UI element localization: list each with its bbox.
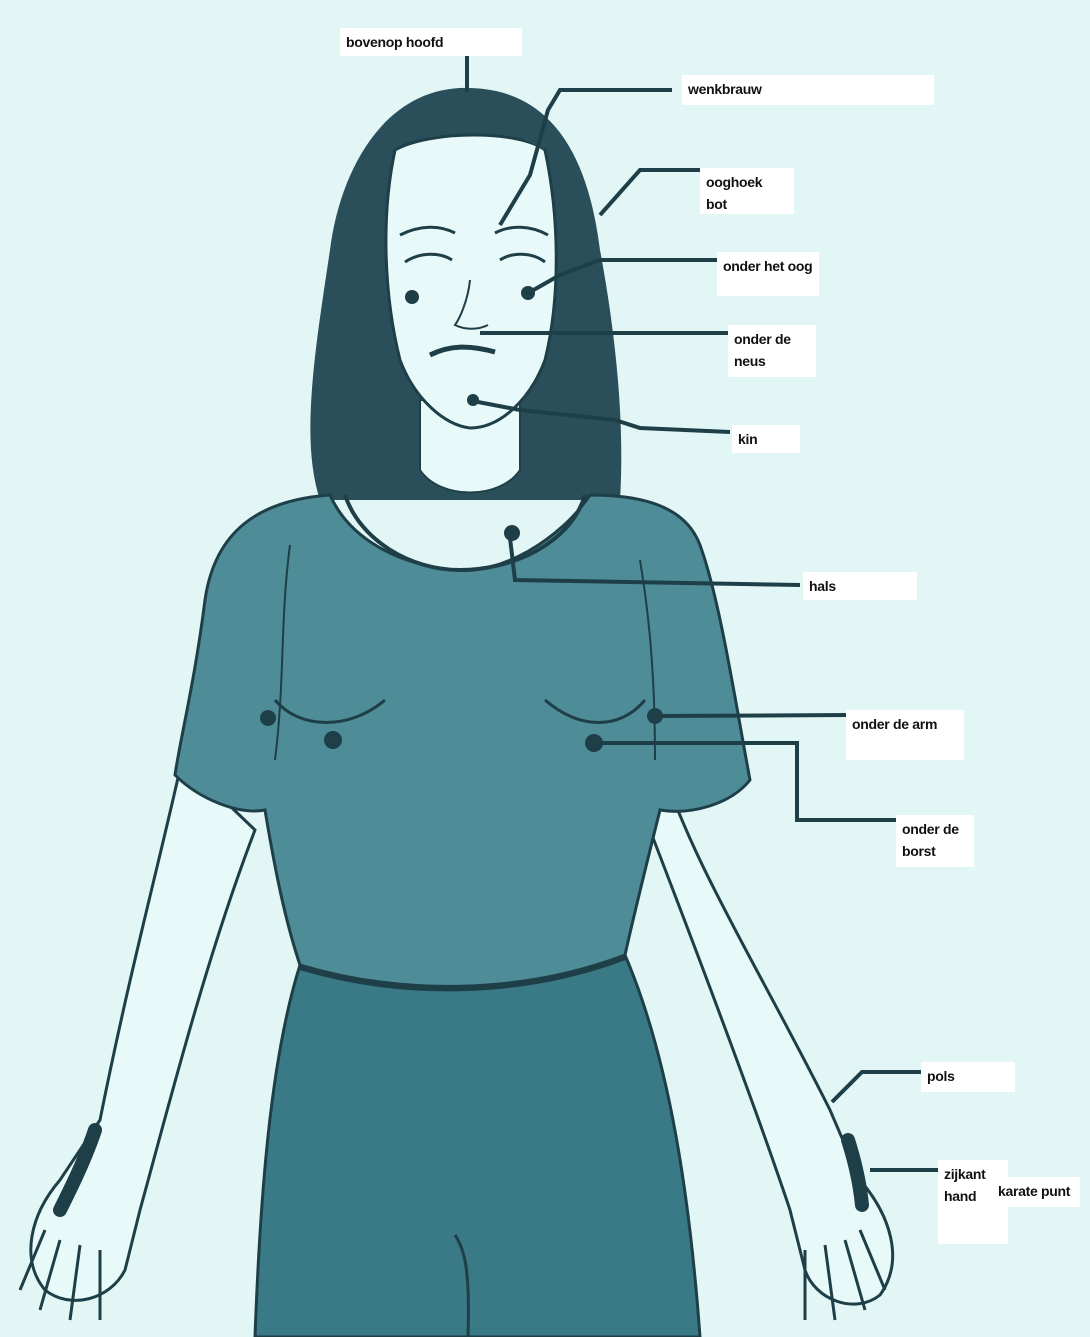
pants	[255, 955, 700, 1337]
left-arm	[31, 760, 255, 1300]
label-eyebrow: wenkbrauw	[682, 75, 934, 105]
label-under-arm: onder de arm	[846, 710, 964, 760]
face	[386, 135, 556, 428]
leader-under-arm	[658, 715, 850, 716]
leader-eye-corner	[600, 170, 700, 215]
point-under-arm-left	[260, 710, 276, 726]
label-wrist: pols	[921, 1062, 1015, 1092]
label-top-of-head: bovenop hoofd	[340, 28, 522, 56]
label-karate-point: karate punt	[992, 1177, 1080, 1207]
point-under-breast-left	[324, 731, 342, 749]
point-under-eye-left	[405, 290, 419, 304]
point-chin	[467, 394, 479, 406]
label-collarbone: hals	[803, 572, 917, 600]
label-under-breast: onder de borst	[896, 815, 974, 867]
leader-wrist	[832, 1072, 922, 1102]
label-under-nose: onder de neus	[728, 325, 816, 377]
label-under-eye: onder het oog	[717, 252, 819, 296]
label-eye-corner: ooghoek bot	[700, 168, 794, 214]
label-chin: kin	[732, 425, 800, 453]
